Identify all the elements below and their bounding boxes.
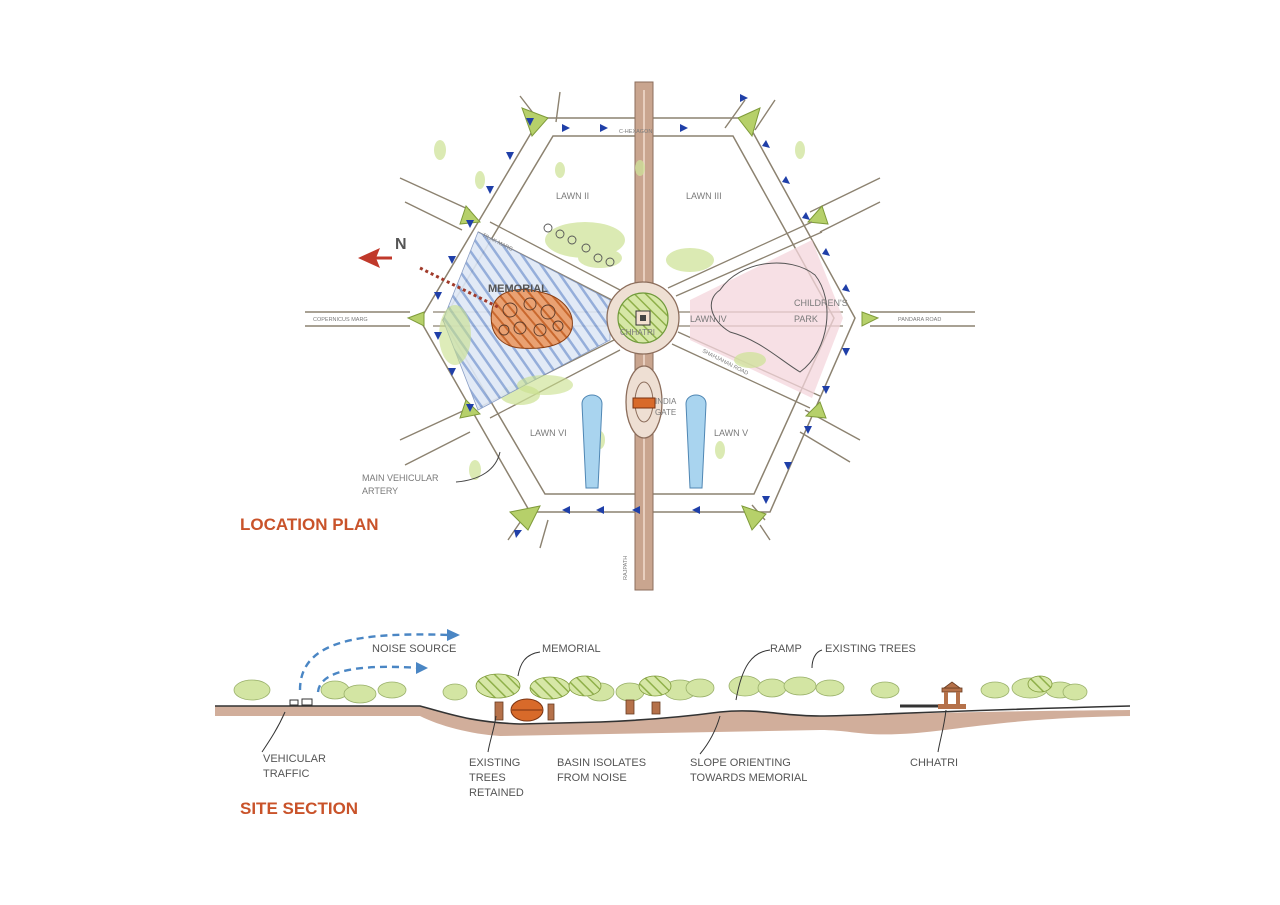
c-hexagon-label: C-HEXAGON <box>619 129 652 135</box>
north-label: N <box>395 236 407 253</box>
site-section-title: SITE SECTION <box>240 799 358 818</box>
location-plan: N MEMORIAL C-HEXAGON TILAK MARG COPERNIC… <box>240 81 975 591</box>
trees-retained-label-line3: RETAINED <box>469 787 524 799</box>
ground-line <box>215 705 1131 725</box>
chhatri-section <box>938 681 966 709</box>
north-arrow: N <box>358 236 407 268</box>
road-islands <box>406 107 880 531</box>
tree-outlines <box>543 223 615 267</box>
copernicus-marg-label: COPERNICUS MARG <box>313 317 368 323</box>
artery-label-line1: MAIN VEHICULAR <box>362 473 439 483</box>
noise-arrows <box>298 633 451 693</box>
radial-roads <box>305 91 975 549</box>
pandara-road-label: PANDARA ROAD <box>898 317 941 323</box>
lawn-vi-label: LAWN VI <box>530 428 567 438</box>
artery-leader <box>455 451 501 483</box>
ramp-label: RAMP <box>770 643 802 655</box>
memorial-axis-dash <box>419 266 501 310</box>
vehicular-label-line1: VEHICULAR <box>263 753 326 765</box>
lawn-iv-label: LAWN IV <box>690 314 727 324</box>
lawn-iii-label: LAWN III <box>686 191 722 201</box>
slope-label-line2: TOWARDS MEMORIAL <box>690 772 807 784</box>
section-chhatri-label: CHHATRI <box>910 757 958 769</box>
ground-profile <box>215 706 1130 736</box>
childrens-park-zone <box>690 240 843 398</box>
lawn-tree-clusters <box>434 140 805 480</box>
trees-retained-label-line1: EXISTING <box>469 757 520 769</box>
trees-retained-label-line2: TREES <box>469 772 506 784</box>
water-canals <box>581 394 707 489</box>
noise-source-label: NOISE SOURCE <box>372 643 456 655</box>
leader-lines <box>261 649 947 755</box>
basin-label-line1: BASIN ISOLATES <box>557 757 646 769</box>
india-gate-label-line1: INDIA <box>655 397 677 406</box>
rajpath-label: RAJPATH <box>623 556 629 580</box>
india-gate <box>625 365 663 439</box>
vehicular-label-line2: TRAFFIC <box>263 768 309 780</box>
section-memorial-label: MEMORIAL <box>542 643 601 655</box>
india-gate-label-line2: GATE <box>655 408 676 417</box>
existing-trees-label: EXISTING TREES <box>825 643 916 655</box>
slope-label-line1: SLOPE ORIENTING <box>690 757 791 769</box>
memorial-label: MEMORIAL <box>488 283 548 295</box>
traffic-arrows <box>434 94 850 538</box>
vehicles <box>289 698 313 706</box>
artery-label-line2: ARTERY <box>362 486 398 496</box>
childrens-park-label-line1: CHILDREN'S <box>794 298 848 308</box>
chhatri-plan-label: CHHATRI <box>620 328 655 337</box>
memorial-building <box>490 289 573 349</box>
childrens-park-path <box>710 262 828 373</box>
basin-label-line2: FROM NOISE <box>557 772 627 784</box>
memorial-dome-section <box>494 698 661 722</box>
lawn-v-label: LAWN V <box>714 428 748 438</box>
chhatri-hub <box>606 281 680 355</box>
noise-arrowheads <box>416 629 460 674</box>
location-plan-title: LOCATION PLAN <box>240 515 379 534</box>
childrens-park-label-line2: PARK <box>794 314 818 324</box>
lawn-ii-label: LAWN II <box>556 191 589 201</box>
section-trees <box>233 673 1088 704</box>
site-section: NOISE SOURCE MEMORIAL RAMP EXISTING TREE… <box>215 629 1131 818</box>
